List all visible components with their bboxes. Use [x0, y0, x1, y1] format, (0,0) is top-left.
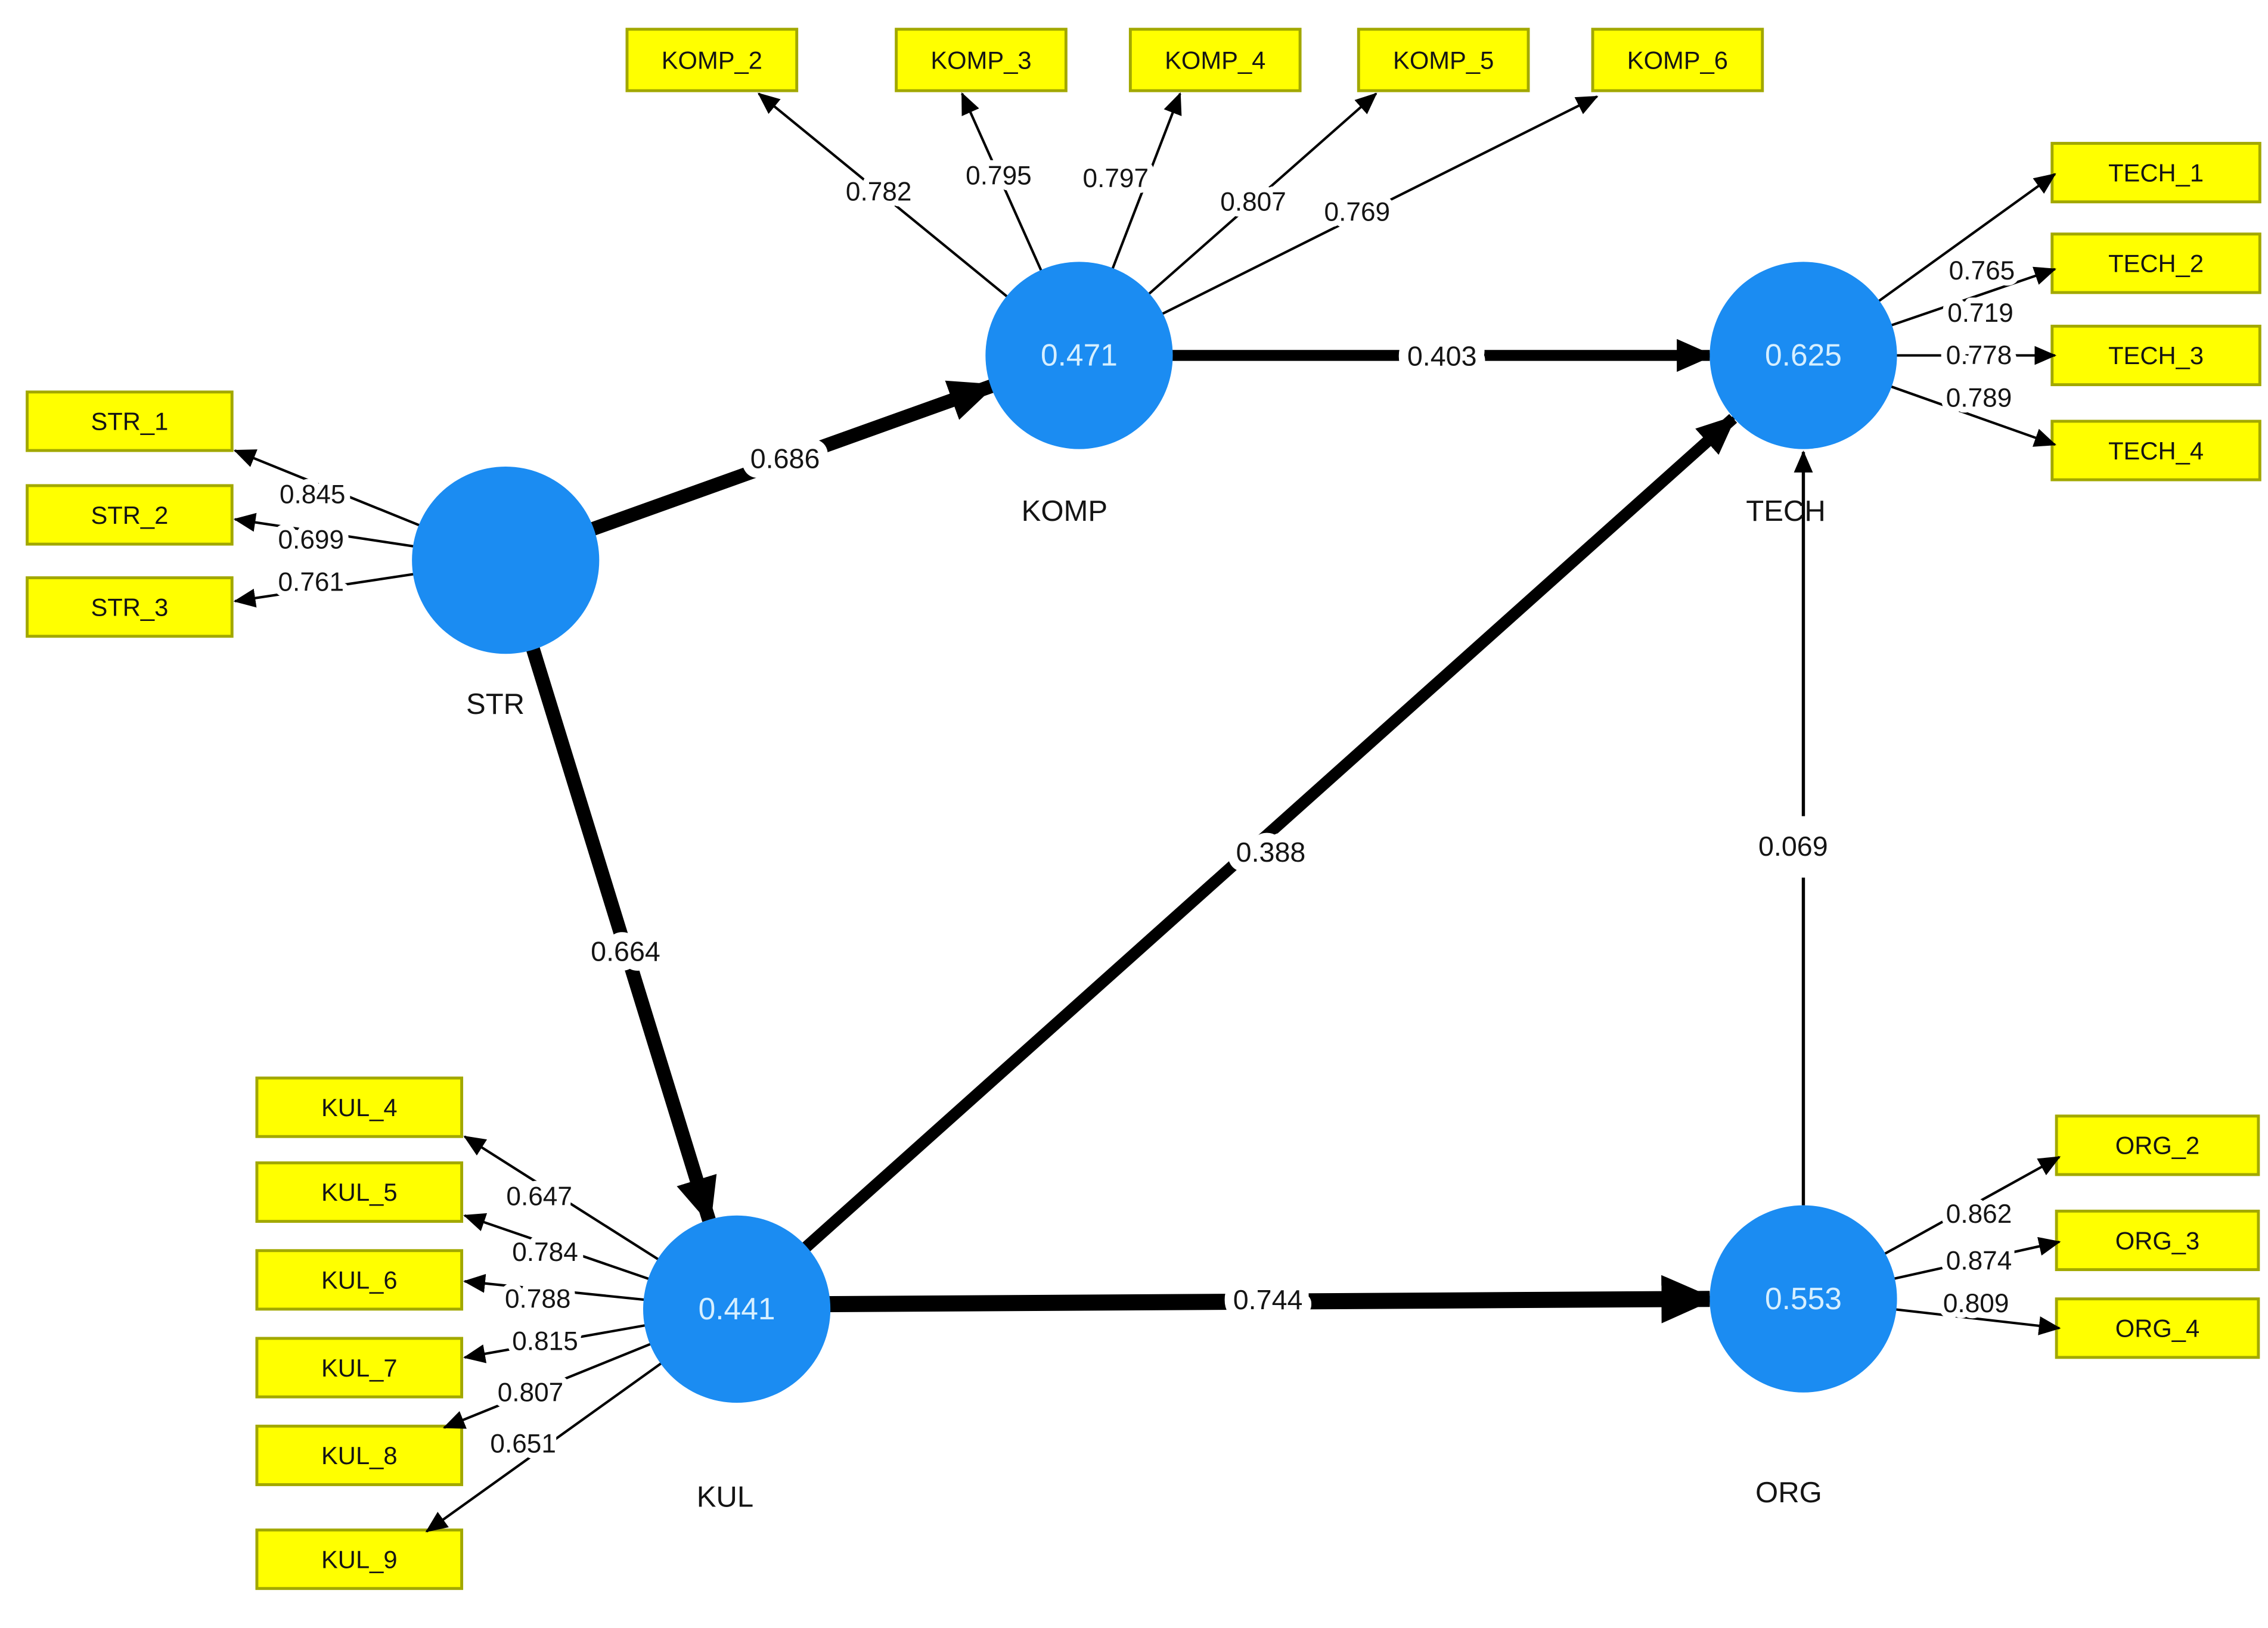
indicator-label-kul-7: KUL_7 [321, 1354, 398, 1382]
construct-label-str: STR [466, 688, 525, 720]
structural-paths [499, 338, 1813, 1323]
indicator-label-org-4: ORG_4 [2115, 1315, 2199, 1343]
indicator-label-kul-4: KUL_4 [321, 1093, 398, 1121]
loading-str-2: 0.699 [278, 525, 344, 554]
indicator-box-str-2[interactable] [26, 484, 234, 546]
loading-kul-4: 0.647 [506, 1182, 572, 1211]
loading-kul-9: 0.651 [490, 1429, 556, 1458]
indicator-label-str-2: STR_2 [91, 501, 168, 529]
loading-org-3: 0.874 [1946, 1247, 2012, 1276]
tech-indicator-boxes: TECH_1 TECH_2 TECH_3 TECH_4 [2050, 142, 2261, 481]
r2-value-komp: 0.471 [1041, 338, 1118, 372]
indicator-box-komp-2[interactable] [625, 27, 799, 92]
indicator-label-org-2: ORG_2 [2115, 1132, 2199, 1160]
indicator-box-tech-1[interactable] [2050, 142, 2261, 204]
r2-value-tech: 0.625 [1765, 338, 1842, 372]
loading-tech-4: 0.789 [1946, 383, 2012, 412]
org-indicator-boxes: ORG_2 ORG_3 ORG_4 [2055, 1114, 2260, 1359]
komp-indicator-boxes: KOMP_2 KOMP_3 KOMP_4 KOMP_5 KOMP_6 [625, 27, 1764, 92]
r2-value-kul: 0.441 [699, 1291, 775, 1326]
indicator-box-kul-7[interactable] [255, 1337, 464, 1399]
indicator-box-kul-9[interactable] [255, 1528, 464, 1590]
loading-str-1: 0.845 [280, 480, 346, 509]
construct-circle-str[interactable] [412, 467, 600, 654]
construct-circles [412, 262, 1897, 1403]
indicator-label-kul-8: KUL_8 [321, 1441, 398, 1469]
coef-str-komp: 0.686 [750, 443, 820, 474]
indicator-box-komp-4[interactable] [1128, 27, 1302, 92]
path-kul-tech-line[interactable] [733, 414, 1738, 1314]
indicator-box-komp-5[interactable] [1357, 27, 1530, 92]
r2-value-org: 0.553 [1765, 1281, 1842, 1316]
indicator-label-kul-5: KUL_5 [321, 1178, 398, 1206]
construct-circle-org[interactable] [1709, 1205, 1897, 1393]
construct-name-labels: STR KOMP TECH KUL ORG [466, 495, 1826, 1513]
loading-komp-3: 0.795 [966, 161, 1032, 190]
loading-tech-2: 0.719 [1947, 299, 2013, 328]
loading-str-3: 0.761 [278, 568, 344, 597]
coef-komp-tech: 0.403 [1407, 341, 1477, 372]
indicator-box-komp-6[interactable] [1591, 27, 1764, 92]
str-indicator-boxes: STR_1 STR_2 STR_3 [26, 390, 234, 638]
coef-org-tech: 0.069 [1758, 831, 1828, 862]
coef-kul-tech: 0.388 [1236, 837, 1306, 868]
indicator-label-komp-6: KOMP_6 [1627, 46, 1728, 74]
indicator-box-org-3[interactable] [2055, 1209, 2260, 1272]
path-coefficient-labels: 0.686 0.403 0.664 0.388 0.744 0.069 [581, 331, 1837, 1325]
construct-circle-komp[interactable] [985, 262, 1173, 449]
indicator-label-str-1: STR_1 [91, 408, 168, 436]
loading-komp-2: 0.782 [846, 177, 912, 206]
path-kul-org-line[interactable] [736, 1275, 1717, 1323]
loading-komp-5: 0.807 [1220, 187, 1286, 216]
path-str-kul-line[interactable] [499, 558, 717, 1226]
loading-komp-6: 0.769 [1324, 198, 1391, 227]
indicator-label-komp-4: KOMP_4 [1165, 46, 1265, 74]
indicator-label-str-3: STR_3 [91, 593, 168, 621]
loading-labels: 0.782 0.795 0.797 0.807 0.769 0.845 0.69… [272, 155, 2021, 1464]
indicator-box-tech-2[interactable] [2050, 232, 2261, 294]
indicator-label-komp-3: KOMP_3 [930, 46, 1031, 74]
loading-tech-1: 0.765 [1949, 256, 2015, 285]
loading-tech-3: 0.778 [1946, 341, 2012, 370]
construct-circle-kul[interactable] [643, 1215, 831, 1403]
indicator-label-tech-1: TECH_1 [2108, 159, 2204, 187]
indicator-box-kul-5[interactable] [255, 1161, 464, 1223]
coef-str-kul: 0.664 [591, 936, 660, 967]
indicator-label-kul-9: KUL_9 [321, 1545, 398, 1573]
indicator-box-kul-6[interactable] [255, 1249, 464, 1311]
indicator-label-tech-4: TECH_4 [2108, 437, 2204, 465]
coef-kul-org: 0.744 [1233, 1284, 1303, 1315]
construct-circle-tech[interactable] [1709, 262, 1897, 449]
indicator-label-org-3: ORG_3 [2115, 1226, 2199, 1254]
construct-label-tech: TECH [1746, 495, 1826, 527]
indicator-label-tech-3: TECH_3 [2108, 341, 2204, 369]
loading-kul-6: 0.788 [505, 1284, 571, 1313]
indicator-label-kul-6: KUL_6 [321, 1266, 398, 1294]
indicator-box-kul-8[interactable] [255, 1424, 464, 1486]
loading-kul-5: 0.784 [512, 1238, 578, 1267]
construct-r2-values: 0.471 0.625 0.441 0.553 [699, 338, 1842, 1326]
indicator-label-komp-5: KOMP_5 [1393, 46, 1494, 74]
indicator-box-kul-4[interactable] [255, 1076, 464, 1138]
indicator-box-tech-4[interactable] [2050, 420, 2261, 481]
indicator-label-komp-2: KOMP_2 [662, 46, 762, 74]
indicator-box-komp-3[interactable] [895, 27, 1068, 92]
indicator-arrow-komp-6[interactable] [1078, 95, 1599, 357]
loading-kul-8: 0.807 [498, 1378, 564, 1408]
indicator-box-str-3[interactable] [26, 576, 234, 638]
construct-label-kul: KUL [697, 1481, 753, 1513]
indicator-label-tech-2: TECH_2 [2108, 250, 2204, 278]
loading-komp-4: 0.797 [1083, 164, 1149, 193]
indicator-box-org-2[interactable] [2055, 1114, 2260, 1176]
kul-indicator-boxes: KUL_4 KUL_5 KUL_6 KUL_7 KUL_8 KUL_9 [255, 1076, 464, 1590]
loading-org-4: 0.809 [1943, 1289, 2009, 1318]
indicator-box-tech-3[interactable] [2050, 324, 2261, 387]
loading-kul-7: 0.815 [512, 1327, 578, 1356]
indicator-box-str-1[interactable] [26, 390, 234, 452]
construct-label-org: ORG [1755, 1477, 1822, 1509]
construct-label-komp: KOMP [1022, 495, 1108, 527]
loading-org-2: 0.862 [1946, 1200, 2012, 1229]
